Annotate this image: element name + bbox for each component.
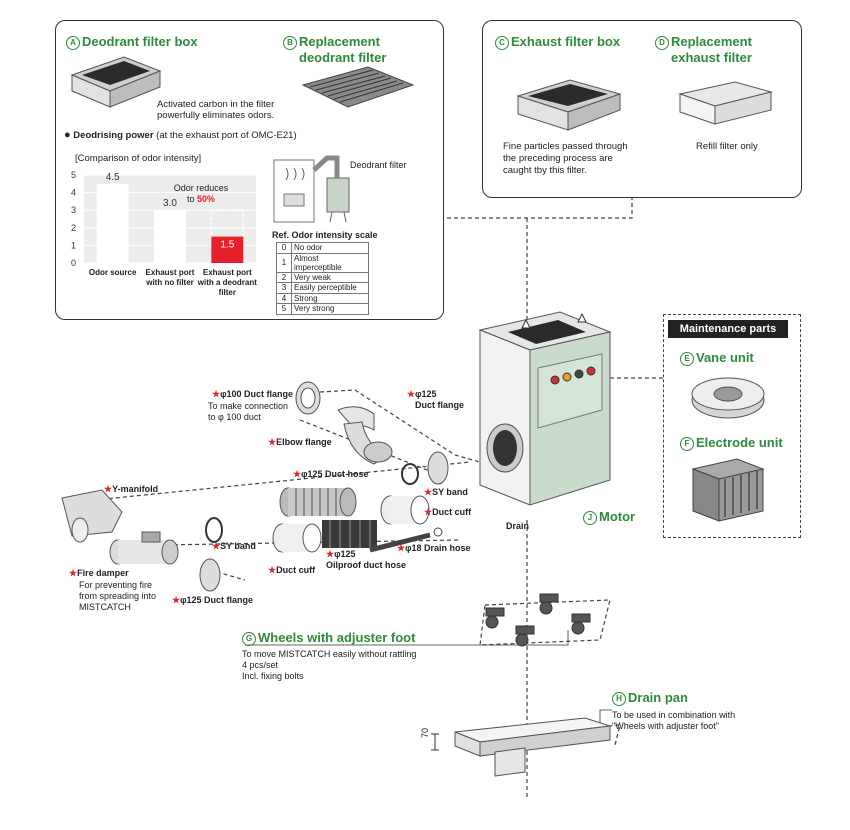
chart-category-label: Odor source — [89, 268, 137, 277]
scale-description: Strong — [291, 292, 369, 304]
duct-flange-100-label: ★φ100 Duct flange — [212, 389, 294, 399]
scale-level: 1 — [276, 252, 292, 273]
scale-level: 4 — [276, 292, 292, 304]
drain-hose-label: ★φ18 Drain hose — [397, 543, 471, 553]
chart-value-label: 1.5 — [220, 240, 234, 251]
duct-flange-100-note-2: to φ 100 duct — [208, 412, 261, 422]
scale-description: Easily perceptible — [291, 282, 369, 294]
sy-band-left-label: ★SY band — [212, 541, 256, 551]
chart-category-label: filter — [219, 288, 236, 297]
drain-pan-dimension: 70 — [420, 727, 430, 738]
duct-parts-illustration — [61, 381, 449, 592]
duct-cuff-right-label: ★Duct cuff — [424, 507, 472, 517]
scale-level: 0 — [276, 242, 292, 254]
wheels-line-2: 4 pcs/set — [242, 660, 279, 670]
chart-category-label: with a deodrant — [197, 278, 257, 287]
scale-level: 5 — [276, 303, 292, 315]
scale-level: 3 — [276, 282, 292, 294]
drain-label: Drain — [506, 521, 530, 531]
exhaust-filter-box-illustration — [516, 79, 622, 131]
scale-description: No odor — [291, 242, 369, 254]
chart-annotation: Odor reduces to 50% — [173, 183, 229, 204]
panel-c-desc-3: caught tby this filter. — [503, 165, 587, 176]
chart-y-tick-label: 3 — [71, 205, 76, 215]
chart-value-label: 4.5 — [106, 172, 120, 183]
chart-value-label: 3.0 — [163, 198, 177, 209]
panel-a-desc-1: Activated carbon in the filter — [157, 99, 275, 110]
chart-bar — [154, 210, 186, 263]
chart-y-tick-label: 2 — [71, 223, 76, 233]
chart-category-label: Exhaust port — [146, 268, 195, 277]
scale-description: Almost imperceptible — [291, 252, 369, 273]
chart-y-tick-label: 1 — [71, 240, 76, 250]
panel-a-desc-2: powerfully eliminates odors. — [157, 110, 275, 121]
sy-band-right-label: ★SY band — [424, 487, 468, 497]
wheels-illustration — [485, 593, 591, 647]
chart-category-label: with no filter — [145, 278, 194, 287]
power-label: ● Deodrising power (at the exhaust port … — [64, 129, 297, 142]
fire-damper-note-3: MISTCATCH — [79, 602, 131, 612]
deodrant-unit-illustration — [273, 155, 350, 223]
duct-flange-100-note-1: To make connection — [208, 401, 289, 411]
maintenance-header: Maintenance parts — [668, 320, 788, 338]
duct-flange-125-bottom-label: ★φ125 Duct flange — [172, 595, 254, 605]
fire-damper-note-1: For preventing fire — [79, 580, 153, 590]
replacement-deodrant-filter-illustration — [301, 66, 415, 108]
drain-pan-illustration — [431, 717, 611, 777]
deodrant-filter-box-illustration — [70, 56, 162, 108]
wheels-line-1: To move MISTCATCH easily without rattlin… — [242, 649, 417, 659]
chart-y-tick-label: 4 — [71, 188, 76, 198]
duct-hose-125-label: ★φ125 Duct hose — [293, 469, 369, 479]
mistcatch-machine-illustration — [478, 311, 612, 506]
chart-title: [Comparison of odor intensity] — [75, 153, 202, 164]
panel-c-desc-1: Fine particles passed through — [503, 141, 628, 152]
elbow-flange-label: ★Elbow flange — [268, 437, 332, 447]
chart-category-label: Exhaust port — [203, 268, 252, 277]
panel-d-desc: Refill filter only — [696, 141, 758, 152]
y-manifold-label: ★Y-manifold — [104, 484, 159, 494]
panel-c-desc-2: the preceding process are — [503, 153, 613, 164]
scale-level: 2 — [276, 271, 292, 283]
fire-damper-note-2: from spreading into — [79, 591, 157, 601]
scale-title: Ref. Odor intensity scale — [272, 230, 378, 240]
chart-y-tick-label: 5 — [71, 170, 76, 180]
fire-damper-label: ★Fire damper — [69, 568, 129, 578]
chart-y-tick-label: 0 — [71, 258, 76, 268]
electrode-unit-illustration — [691, 458, 765, 522]
drain-pan-line-1: To be used in combination with — [612, 710, 736, 720]
wheels-line-3: Incl. fixing bolts — [242, 671, 304, 681]
chart-bar — [96, 183, 129, 263]
duct-cuff-left-label: ★Duct cuff — [268, 565, 316, 575]
drain-pan-line-2: "Wheels with adjuster foot" — [612, 721, 719, 731]
replacement-exhaust-filter-illustration — [678, 81, 773, 125]
vane-unit-illustration — [691, 377, 765, 419]
scale-description: Very weak — [291, 271, 369, 283]
scale-description: Very strong — [291, 303, 369, 315]
deodrant-filter-label: Deodrant filter — [350, 160, 407, 170]
chart-bar — [211, 236, 244, 263]
